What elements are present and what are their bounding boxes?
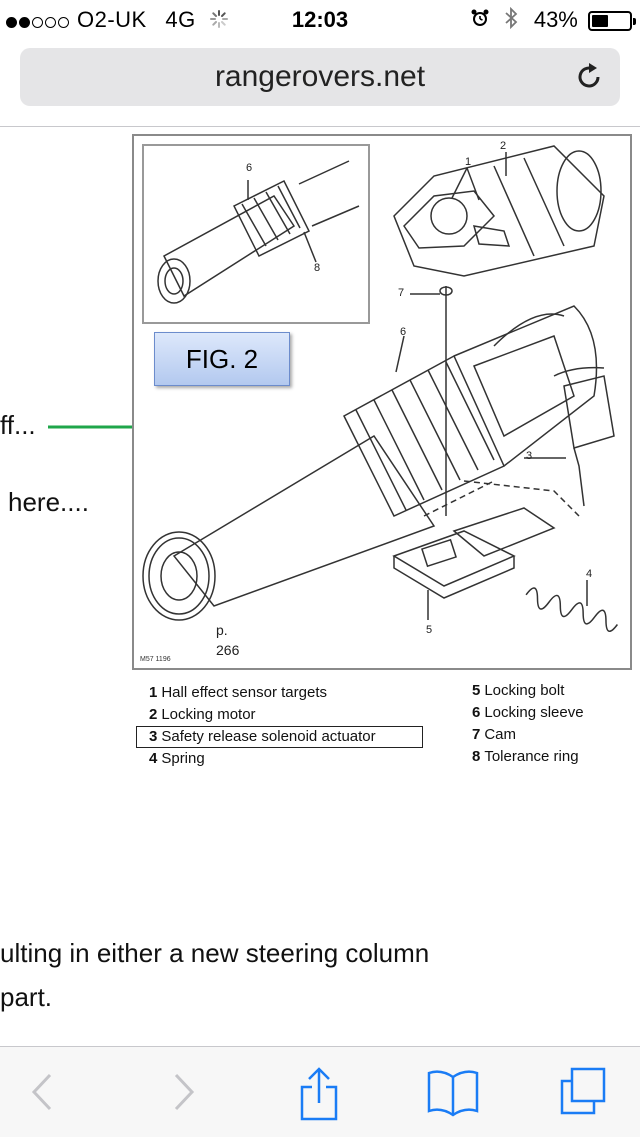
- callout-label: 4: [586, 568, 593, 580]
- signal-dots: [6, 8, 71, 34]
- header-divider: [0, 126, 640, 127]
- address-bar[interactable]: rangerovers.net: [20, 48, 620, 106]
- callout-label: 5: [426, 624, 433, 636]
- carrier-name: O2-UK: [77, 7, 147, 32]
- activity-spinner-icon: [210, 8, 229, 34]
- page-note: p. 266: [216, 620, 239, 660]
- tabs-icon[interactable]: [558, 1067, 608, 1117]
- battery-icon: [588, 11, 636, 32]
- status-bar: O2-UK 4G 12:03 43%: [0, 0, 640, 40]
- callout-label: 1: [465, 156, 472, 168]
- book-icon[interactable]: [426, 1067, 479, 1117]
- inset-detail: [142, 144, 370, 324]
- steering-lock-diagram: FIG. 2 6 8 1 2 7 6 3 4 5 p. 266 M57 1196: [132, 134, 632, 670]
- bluetooth-icon: [504, 7, 518, 35]
- text-fragment: part.: [0, 982, 53, 1012]
- callout-label: 8: [314, 262, 321, 274]
- text-fragment: here....: [8, 487, 89, 517]
- alarm-clock-icon: [470, 8, 490, 34]
- network-type: 4G: [165, 7, 196, 32]
- chevron-left-icon[interactable]: [18, 1067, 68, 1117]
- legend-highlight-box: [136, 726, 423, 748]
- url-text[interactable]: rangerovers.net: [214, 60, 426, 93]
- diagram-drawing: [142, 145, 618, 632]
- page-note-number: 266: [216, 642, 240, 658]
- figure-label: FIG. 2: [154, 332, 290, 386]
- reload-icon[interactable]: [572, 60, 606, 94]
- browser-toolbar: [0, 1046, 640, 1137]
- share-icon[interactable]: [294, 1067, 344, 1121]
- callout-label: 2: [500, 140, 507, 152]
- callout-label: 3: [526, 450, 533, 462]
- figure-code: M57 1196: [140, 656, 171, 663]
- status-left: O2-UK 4G: [6, 7, 229, 34]
- status-right: 43%: [470, 7, 636, 35]
- callout-label: 6: [400, 326, 407, 338]
- battery-percent: 43%: [533, 7, 578, 32]
- chevron-right-icon[interactable]: [158, 1067, 208, 1117]
- callout-label: 6: [246, 162, 253, 174]
- status-time: 12:03: [291, 7, 349, 32]
- callout-label: 7: [398, 287, 405, 299]
- text-fragment: ulting in either a new steering column: [0, 938, 430, 968]
- page-note-line: p.: [216, 622, 228, 638]
- text-fragment: ff...: [0, 410, 36, 440]
